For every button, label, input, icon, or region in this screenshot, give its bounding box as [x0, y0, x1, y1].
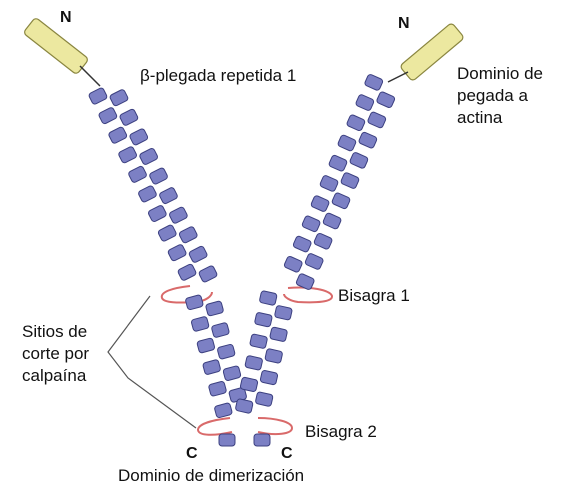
repeat-block-right-upper-10 [340, 172, 359, 189]
linker-left [80, 66, 100, 86]
repeat-block-left-upper-19 [177, 263, 197, 281]
repeat-block-right-lower-7 [245, 355, 263, 370]
repeat-block-right-upper-9 [328, 154, 347, 171]
repeat-block-right-upper-8 [349, 152, 368, 169]
repeat-block-right-lower-10 [255, 392, 273, 407]
repeat-block-left-lower-9 [208, 381, 227, 397]
repeat-block-left-lower-2 [205, 301, 224, 317]
repeat-block-right-upper-13 [310, 195, 329, 212]
repeat-block-left-lower-11 [214, 402, 233, 418]
repeat-block-right-upper-12 [331, 192, 350, 209]
left-arm-repeats [88, 87, 247, 446]
c-terminus-left-label: C [186, 444, 198, 464]
actin-binding-domain-left [23, 17, 89, 75]
repeat-block-right-lower-2 [274, 305, 292, 320]
repeat-block-right-upper-19 [284, 256, 303, 273]
repeat-block-left-upper-5 [108, 126, 128, 144]
repeat-block-left-upper-11 [138, 185, 158, 203]
repeat-block-left-upper-8 [139, 148, 159, 166]
repeat-block-left-lower-4 [211, 322, 230, 338]
repeat-block-left-lower-8 [223, 365, 242, 381]
repeat-block-left-upper-20 [198, 265, 218, 283]
repeat-block-right-upper-3 [355, 94, 374, 111]
repeat-block-left-lower-3 [191, 316, 210, 332]
repeat-block-left-upper-4 [119, 108, 139, 126]
repeat-block-left-lower-1 [185, 294, 204, 310]
repeat-block-left-upper-13 [147, 205, 167, 223]
repeat-block-right-lower-3 [254, 312, 272, 327]
repeat-block-left-lower-7 [202, 359, 221, 375]
repeat-block-left-upper-14 [169, 206, 189, 224]
beta-repeat-label: β-plegada repetida 1 [140, 66, 296, 86]
dimerization-block-right [254, 434, 270, 446]
repeat-block-right-upper-14 [322, 212, 341, 229]
repeat-block-right-upper-2 [376, 91, 395, 108]
repeat-block-right-upper-5 [346, 114, 365, 131]
repeat-block-right-lower-4 [269, 327, 287, 342]
repeat-block-left-upper-6 [129, 128, 149, 146]
repeat-block-right-upper-15 [301, 215, 320, 232]
hinge-1-label: Bisagra 1 [338, 286, 410, 306]
repeat-block-right-upper-17 [292, 235, 311, 252]
repeat-block-left-upper-2 [109, 89, 129, 107]
calpain-label-line-2: corte por [22, 344, 89, 364]
repeat-block-left-lower-6 [217, 344, 236, 360]
repeat-block-right-upper-7 [337, 134, 356, 151]
repeat-block-left-upper-3 [98, 107, 118, 125]
repeat-block-right-upper-4 [367, 111, 386, 128]
repeat-block-left-upper-7 [118, 146, 138, 164]
repeat-block-left-upper-18 [188, 245, 208, 263]
repeat-block-left-upper-1 [88, 87, 108, 105]
repeat-block-right-upper-18 [304, 253, 323, 270]
linker-right [388, 72, 408, 82]
c-terminus-right-label: C [281, 444, 293, 464]
repeat-block-right-upper-6 [358, 131, 377, 148]
repeat-block-right-upper-11 [319, 175, 338, 192]
repeat-block-right-lower-6 [265, 348, 283, 363]
repeat-block-left-upper-15 [157, 224, 177, 242]
n-terminus-left-label: N [60, 8, 72, 28]
calpain-leader-line [108, 296, 196, 428]
right-arm-repeats [235, 74, 395, 446]
repeat-block-right-lower-1 [259, 290, 277, 305]
n-terminus-right-label: N [398, 14, 410, 34]
repeat-block-left-upper-17 [167, 244, 187, 262]
repeat-block-left-upper-16 [178, 226, 198, 244]
repeat-block-right-upper-1 [364, 74, 383, 91]
dimerization-block-left [219, 434, 235, 446]
repeat-block-left-upper-9 [128, 165, 148, 183]
actin-binding-label-line-3: actina [457, 108, 502, 128]
hinge-2-right [258, 418, 292, 434]
repeat-block-left-upper-10 [149, 167, 169, 185]
dimerization-domain-label: Dominio de dimerización [118, 466, 304, 486]
calpain-label-line-1: Sitios de [22, 322, 87, 342]
actin-binding-label-line-2: pegada a [457, 86, 528, 106]
repeat-block-left-upper-12 [159, 187, 179, 205]
hinge-2-label: Bisagra 2 [305, 422, 377, 442]
repeat-block-left-lower-5 [197, 338, 216, 354]
calpain-label-line-3: calpaína [22, 366, 86, 386]
leader-lines [108, 296, 196, 428]
actin-binding-label-line-1: Dominio de [457, 64, 543, 84]
repeat-block-right-lower-11 [235, 398, 253, 413]
repeat-block-right-lower-5 [250, 334, 268, 349]
repeat-block-right-lower-8 [260, 370, 278, 385]
hinge-2-left [198, 418, 232, 435]
repeat-block-right-upper-16 [313, 232, 332, 249]
